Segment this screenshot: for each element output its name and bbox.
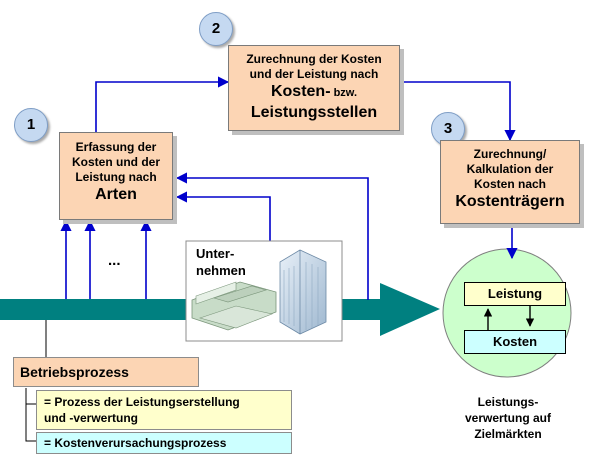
step-3-line-1: Zurechnung/ (473, 147, 547, 161)
market-caption-line-1: Leistungs- (477, 395, 539, 409)
legend-item-process: = Prozess der Leistungserstellung und -v… (36, 390, 292, 430)
company-label-line-1: Unter- (196, 246, 235, 261)
market-circle (442, 248, 572, 378)
flow-arrows (60, 76, 518, 300)
kosten-box: Kosten (464, 330, 566, 354)
step-2-title-suffix: bzw. (330, 87, 358, 99)
step-3-line-3: Kosten nach (473, 177, 546, 191)
step-2-title-b: Leistungsstellen (250, 104, 378, 121)
company-label-line-2: nehmen (196, 263, 246, 278)
step-2-title-main: Kosten- (270, 83, 331, 100)
step-1-number: 1 (14, 108, 48, 142)
legend-title: Betriebsprozess (13, 357, 199, 387)
market-caption-line-3: Zielmärkten (474, 427, 542, 441)
step-2-title-a: Kosten- bzw. (229, 82, 399, 103)
market-inner-arrows (483, 306, 535, 330)
more-inputs-ellipsis: ... (108, 252, 121, 269)
step-1-box: Erfassung der Kosten und der Leistung na… (59, 132, 173, 220)
legend-connectors (25, 320, 47, 442)
step-2-line-1: Zurechnung der Kosten (246, 52, 382, 66)
legend-item-cost: = Kostenverursachungsprozess (36, 432, 292, 454)
step-3-line-2: Kalkulation der (466, 162, 554, 176)
step-2-number: 2 (199, 12, 233, 46)
market-caption: Leistungs- verwertung auf Zielmärkten (448, 394, 568, 442)
step-2-box: Zurechnung der Kosten und der Leistung n… (228, 45, 400, 131)
company-illustration (185, 240, 343, 342)
legend-item-process-line-2: und -verwertung (44, 411, 139, 425)
step-2-line-2: und der Leistung nach (249, 67, 379, 81)
step-1-line-1: Erfassung der (75, 140, 157, 154)
leistung-box: Leistung (464, 282, 566, 306)
step-3-title: Kostenträgern (455, 193, 565, 210)
step-1-title: Arten (95, 186, 137, 203)
step-1-line-2: Kosten und der (71, 155, 160, 169)
step-1-line-3: Leistung nach (75, 170, 157, 184)
legend-item-process-line-1: = Prozess der Leistungserstellung (44, 395, 240, 409)
market-caption-line-2: verwertung auf (464, 411, 551, 425)
step-3-box: Zurechnung/ Kalkulation der Kosten nach … (440, 140, 580, 224)
company-label: Unter- nehmen (196, 245, 246, 279)
